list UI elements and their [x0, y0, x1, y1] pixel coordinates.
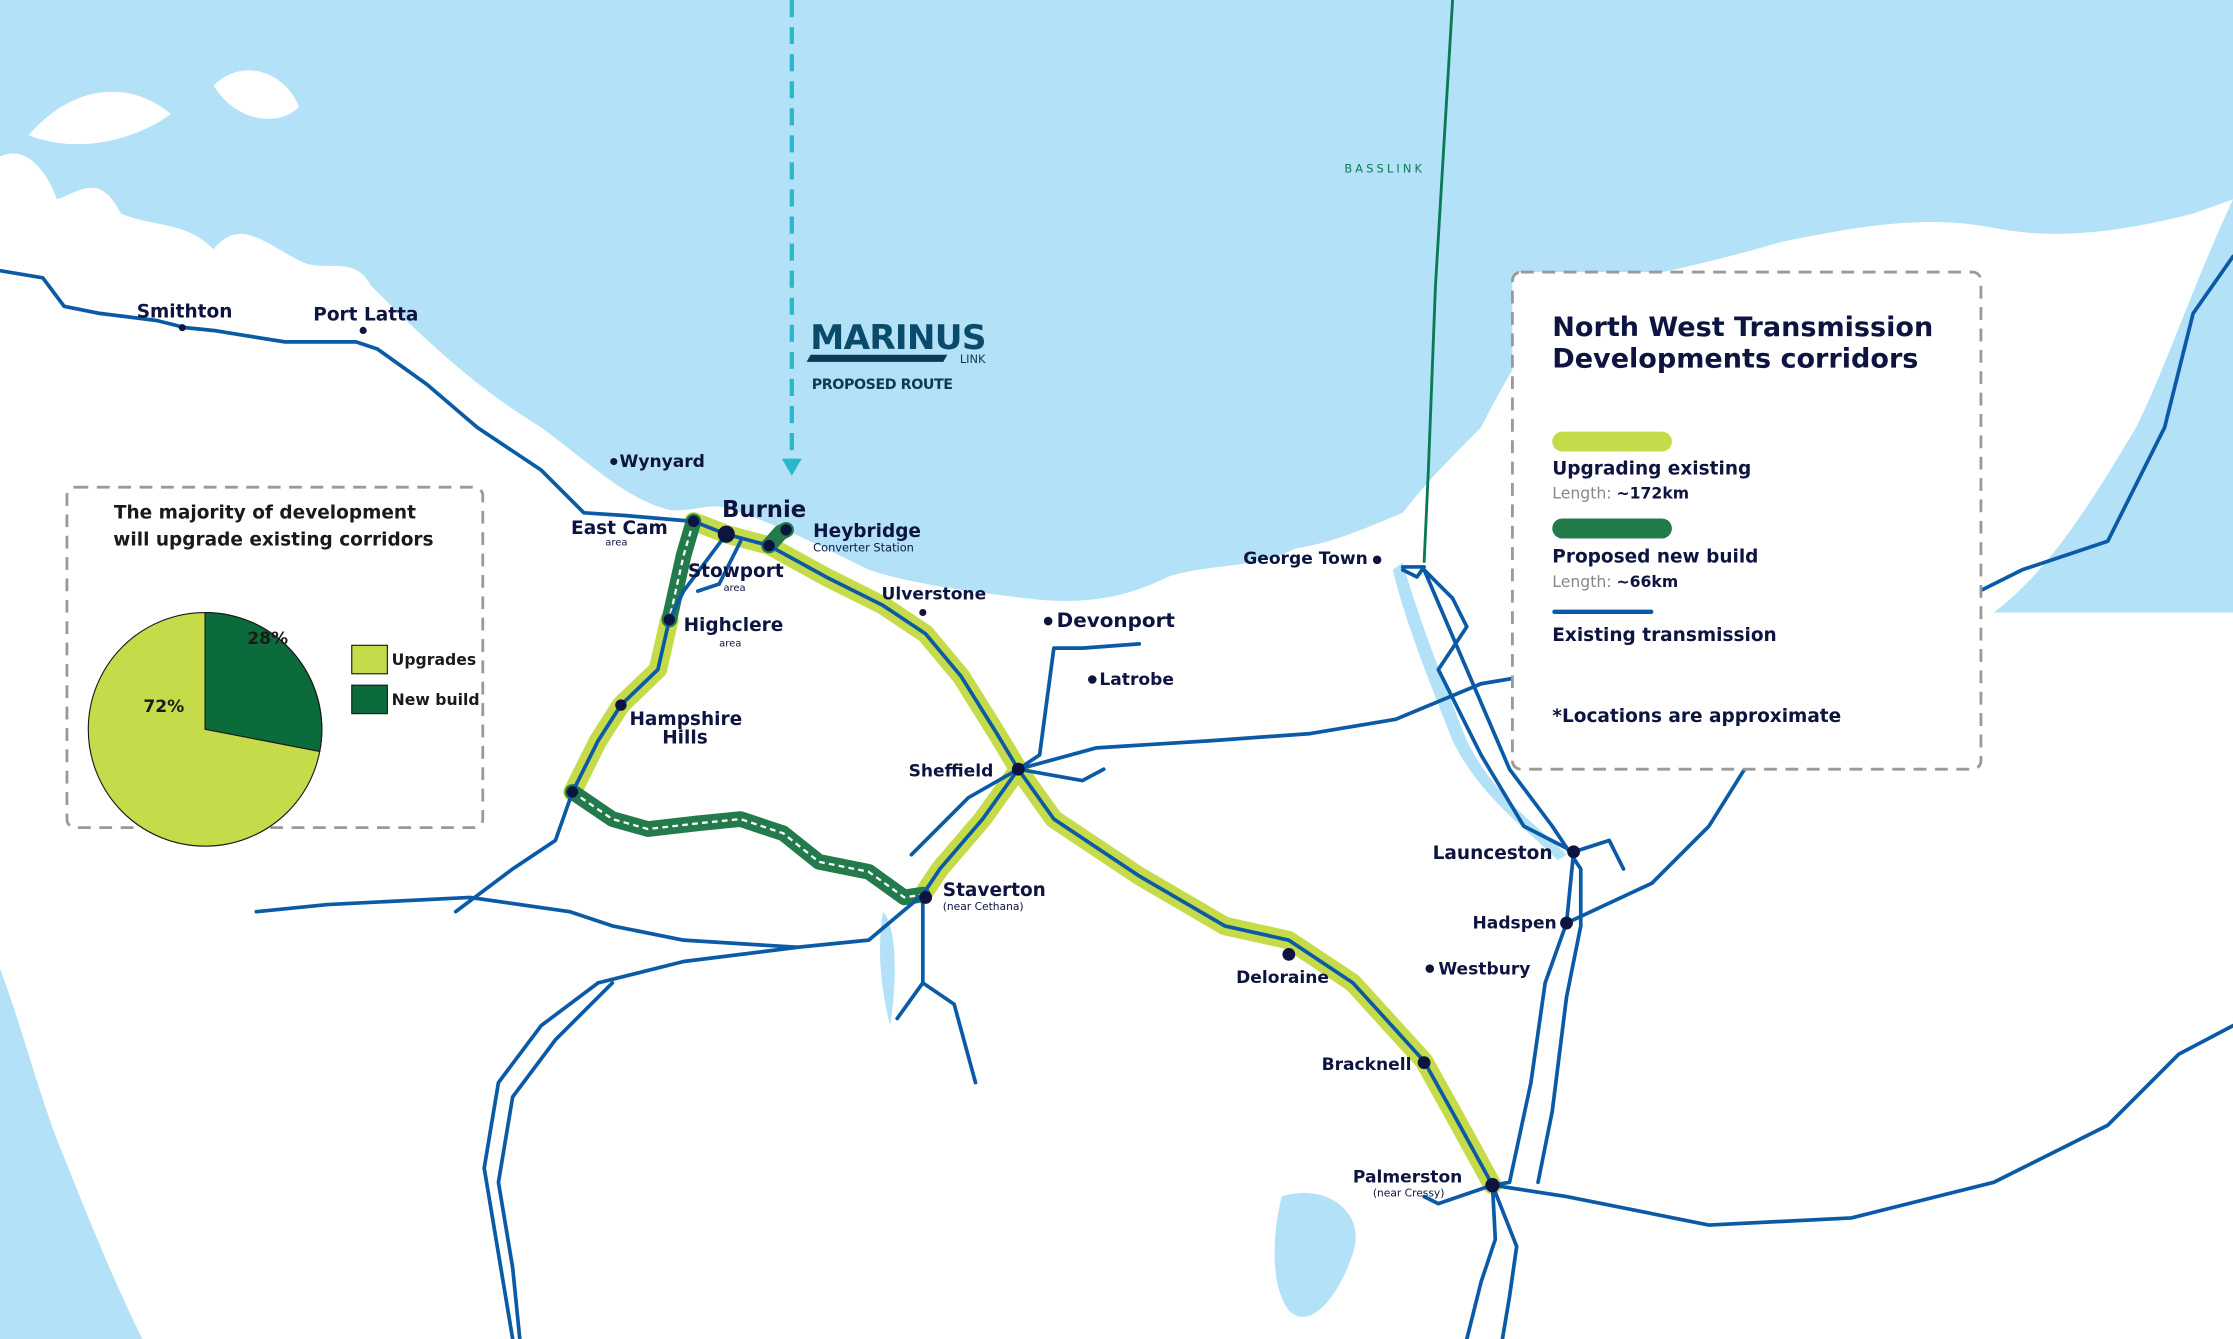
launceston-dot: [1567, 845, 1581, 859]
pie-slice-new-build: [204, 611, 323, 753]
label-east-cam-sub: area: [605, 538, 627, 549]
label-port-latta: Port Latta: [313, 305, 418, 326]
label-highclere-sub: area: [719, 639, 741, 650]
pie-label-new-build: 28%: [247, 629, 288, 649]
pie-legend-new-build: New build: [392, 690, 480, 709]
smithton-dot: [178, 324, 186, 332]
hampshire-junction-dot: [566, 786, 579, 798]
george-town-dot: [1372, 555, 1382, 565]
legend-note: *Locations are approximate: [1552, 706, 1841, 727]
east-cam-dot: [687, 515, 700, 528]
label-deloraine: Deloraine: [1236, 968, 1329, 988]
legend-title-line1: North West Transmission: [1552, 312, 1933, 343]
label-palmerston-sub: (near Cressy): [1373, 1187, 1445, 1200]
label-launceston: Launceston: [1433, 843, 1553, 864]
highclere-dot: [663, 613, 676, 626]
marinus-logo-text: MARINUS: [810, 318, 985, 358]
label-heybridge-sub: Converter Station: [813, 540, 914, 554]
label-latrobe: Latrobe: [1099, 670, 1174, 690]
label-sheffield: Sheffield: [909, 761, 994, 781]
legend-swatch-new-build: [1552, 518, 1672, 539]
hampshire-dot: [615, 699, 627, 711]
legend-length-upgrading: Length: ~172km: [1552, 484, 1689, 503]
marinus-arrow-icon: [781, 458, 802, 476]
label-highclere: Highclere: [684, 615, 784, 636]
marinus-link-text: LINK: [960, 352, 986, 366]
basslink-label: BASSLINK: [1344, 161, 1425, 175]
wynyard-dot: [610, 457, 618, 466]
stowport-dot: [763, 539, 775, 552]
legend-length-new-build: Length: ~66km: [1552, 572, 1678, 591]
lakes: [1274, 1192, 1356, 1317]
hadspen-dot: [1560, 916, 1573, 930]
substations: [178, 324, 1581, 1193]
label-staverton-sub: (near Cethana): [943, 900, 1024, 913]
label-westbury: Westbury: [1438, 959, 1530, 979]
label-stowport: Stowport: [688, 561, 784, 582]
label-bracknell: Bracknell: [1322, 1055, 1412, 1075]
label-hadspen: Hadspen: [1473, 914, 1557, 934]
westbury-dot: [1425, 964, 1435, 973]
label-palmerston: Palmerston: [1353, 1167, 1462, 1187]
label-devonport: Devonport: [1057, 608, 1176, 632]
sheffield-dot: [1011, 762, 1025, 776]
legend-length-prefix: Length:: [1552, 572, 1616, 591]
burnie-dot: [717, 525, 735, 543]
label-stowport-sub: area: [723, 583, 745, 594]
label-ulverstone: Ulverstone: [882, 585, 987, 605]
devonport-dot: [1043, 616, 1053, 626]
basslink-cable: [1422, 0, 1455, 563]
legend-length-value: ~172km: [1617, 484, 1690, 503]
heybridge-dot: [780, 524, 792, 536]
label-wynyard: Wynyard: [619, 452, 704, 472]
island: [213, 70, 300, 119]
legend-label-new-build: Proposed new build: [1552, 547, 1758, 568]
pie-chart-title-line1: The majority of development: [114, 503, 416, 524]
label-smithton: Smithton: [137, 302, 233, 323]
palmerston-dot: [1485, 1178, 1500, 1193]
pie-chart-panel: The majority of development will upgrade…: [65, 485, 485, 847]
pie-legend-upgrades: Upgrades: [392, 650, 477, 669]
pie-chart-title-line2: will upgrade existing corridors: [113, 530, 433, 551]
staverton-dot: [919, 891, 933, 904]
latrobe-dot: [1088, 675, 1097, 684]
island: [28, 91, 171, 145]
label-hampshire: Hampshire: [629, 709, 742, 730]
legend-box: [1510, 270, 1983, 771]
legend-length-prefix: Length:: [1552, 484, 1616, 503]
label-hills: Hills: [662, 728, 708, 749]
legend-title-line2: Developments corridors: [1552, 344, 1918, 375]
legend-swatch-upgrading: [1552, 431, 1672, 452]
marinus-caption: PROPOSED ROUTE: [812, 377, 953, 393]
east-sea: [1993, 199, 2233, 613]
bracknell-dot: [1417, 1056, 1431, 1070]
legend-length-value: ~66km: [1617, 572, 1679, 591]
pie-legend-swatch-upgrades: [351, 644, 388, 675]
label-burnie: Burnie: [722, 497, 806, 523]
label-heybridge: Heybridge: [813, 521, 921, 542]
ulverstone-dot: [919, 608, 927, 617]
port-latta-dot: [359, 326, 367, 335]
legend-swatch-existing: [1552, 609, 1654, 614]
label-east-cam: East Cam: [571, 518, 668, 539]
marinus-stripes-icon: [806, 354, 948, 362]
pie-legend-swatch-new-build: [351, 684, 388, 715]
lakes: [879, 911, 895, 1026]
label-george-town: George Town: [1243, 549, 1368, 569]
legend-label-upgrading: Upgrading existing: [1552, 458, 1751, 479]
marinus-logo: MARINUS LINK PROPOSED ROUTE: [806, 318, 986, 393]
place-labels: Smithton Port Latta Wynyard Burnie East …: [137, 302, 1557, 1200]
legend-label-existing: Existing transmission: [1552, 625, 1776, 646]
west-coast-sea: [0, 968, 143, 1339]
pie-label-upgrades: 72%: [143, 697, 184, 717]
map-legend: North West Transmission Developments cor…: [1510, 270, 1983, 771]
label-staverton: Staverton: [943, 880, 1046, 901]
deloraine-dot: [1282, 947, 1296, 961]
tamar-river: [1392, 562, 1567, 861]
